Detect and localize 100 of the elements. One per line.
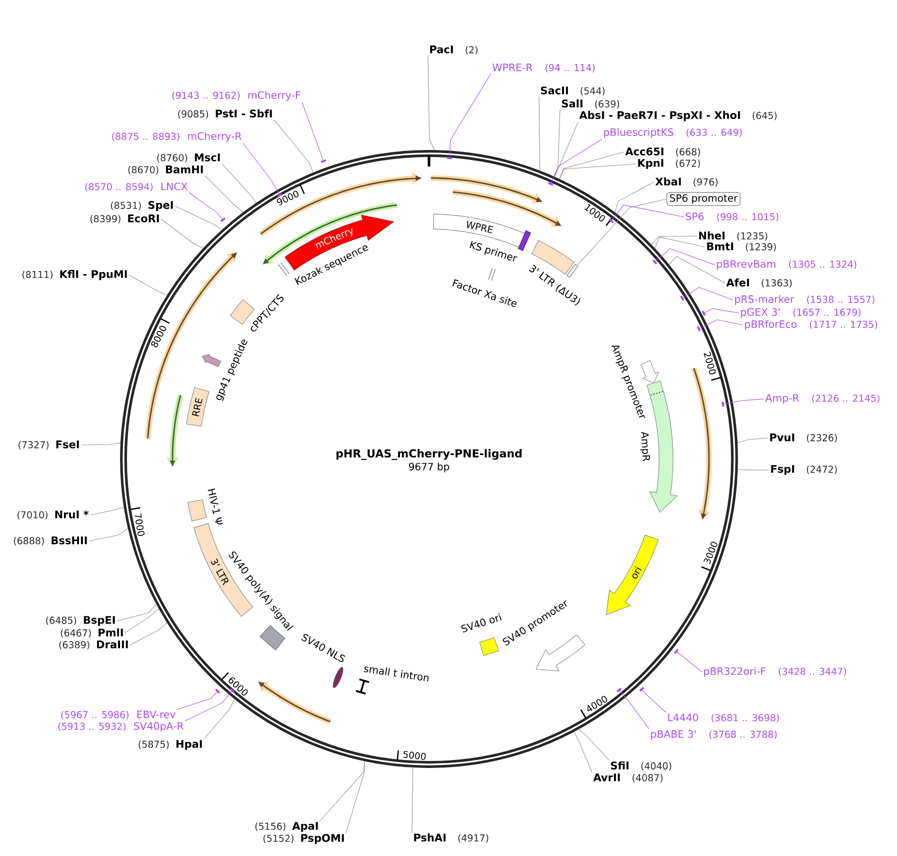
leader-line — [737, 438, 768, 444]
leader-line — [130, 622, 168, 646]
primer-label: pBR322ori-F (3428 .. 3447) — [704, 667, 846, 677]
primer-label: WPRE-R (94 .. 114) — [492, 64, 595, 72]
leader-line — [128, 274, 168, 296]
site-label: (6888) BssHII — [14, 536, 87, 546]
leader-line — [80, 442, 121, 446]
leader-line — [578, 728, 610, 760]
site-label: (5152) PspOMI — [263, 834, 344, 844]
primer-label: pBABE 3' (3768 .. 3788) — [651, 730, 777, 740]
site-label: PvuI (2326) — [770, 434, 837, 442]
leader-line — [654, 236, 706, 249]
leader-line — [559, 164, 636, 180]
leader-line — [449, 73, 492, 158]
primer-mark — [215, 688, 220, 694]
site-label: AfeI (1363) — [726, 278, 792, 288]
site-label: (6485) BspEI — [46, 616, 115, 626]
leader-line — [559, 152, 624, 180]
primer-mark — [639, 686, 644, 692]
leader-line — [704, 308, 740, 314]
leader-line — [576, 198, 667, 266]
primer-mark — [722, 402, 724, 407]
primer-label: pRS-marker (1538 .. 1557) — [735, 295, 874, 305]
site-label: (8670) BamHI — [128, 166, 203, 174]
feature-label: HIV-1 Ψ — [208, 488, 223, 524]
primer-label: (8570 .. 8594) LNCX — [85, 182, 188, 192]
leader-line — [538, 96, 540, 171]
label-box: SP6 promoter — [666, 192, 740, 206]
leader-line — [554, 110, 560, 178]
plasmid-name: pHR_UAS_mCherry-PNE-ligand — [336, 449, 522, 460]
site-label: PacI (2) — [430, 46, 478, 54]
leader-line — [619, 690, 650, 730]
primer-mark — [548, 182, 554, 186]
site-label: (9085) PstI - SbfI — [178, 109, 272, 119]
site-label: FspI (2472) — [771, 465, 837, 475]
site-label: PshAI (4917) — [414, 833, 488, 843]
primer-mark — [446, 156, 452, 160]
leader-line — [160, 218, 204, 249]
primer-mark — [652, 259, 658, 265]
site-label: (8111) KflI - PpuMI — [22, 270, 127, 280]
primer-mark — [696, 326, 701, 332]
primer-label: L4440 (3681 .. 3698) — [668, 714, 779, 722]
leader-line — [88, 528, 128, 542]
leader-line — [550, 138, 602, 184]
feature-label: small t intron — [364, 666, 429, 682]
site-label: (7327) FseI — [18, 440, 79, 450]
leader-line — [682, 287, 734, 300]
feature-label: AmpR — [640, 432, 650, 462]
tick-label: 2000 — [704, 352, 716, 374]
site-label: AbsI - PaeR7I - PspXI - XhoI (645) — [579, 110, 777, 122]
leader-line — [612, 204, 684, 220]
leader-line — [428, 55, 435, 150]
tick-label: 7000 — [134, 513, 145, 536]
primer-mark — [674, 648, 679, 654]
site-label: KpnI (672) — [638, 159, 700, 169]
site-label: (6389) DraIII — [59, 640, 128, 650]
primer-mark — [320, 159, 326, 163]
primer-label: pBRforEco (1717 .. 1735) — [745, 320, 878, 330]
site-label: (8399) EcoRI — [90, 214, 159, 224]
site-label: SacII (544) — [540, 86, 605, 96]
site-label: BmtI (1239) — [707, 242, 776, 252]
site-label: (8531) SpeI — [110, 201, 173, 211]
site-label: (8760) MscI — [157, 154, 220, 162]
leader-line — [614, 182, 654, 213]
primer-label: (5913 .. 5932) SV40pA-R — [58, 722, 184, 732]
primer-mark — [230, 688, 235, 694]
tick-label: 3000 — [704, 542, 718, 564]
site-label: XbaI (976) — [655, 177, 718, 187]
leader-line — [302, 102, 324, 160]
tick-label: 8000 — [151, 326, 166, 348]
primer-mark — [702, 310, 706, 316]
leader-line — [412, 767, 414, 832]
primer-mark — [680, 295, 684, 301]
leader-line — [668, 256, 726, 284]
primer-label: Amp-R (2126 .. 2145) — [765, 394, 880, 404]
leader-line — [655, 248, 716, 266]
leader-line — [174, 206, 223, 230]
leader-line — [124, 608, 160, 634]
site-label: NheI (1235) — [699, 231, 768, 241]
leader-line — [116, 604, 156, 622]
leader-line — [204, 175, 244, 213]
primer-label: (5967 .. 5986) EBV-rev — [61, 710, 176, 720]
leader-line — [184, 691, 232, 722]
tick-label: 9000 — [276, 190, 299, 206]
plasmid-size: 9677 bp — [408, 462, 450, 472]
primer-label: pGEX 3' (1657 .. 1679) — [741, 308, 861, 318]
primer-label: SP6 (998 .. 1015) — [686, 212, 778, 222]
leader-line — [204, 698, 235, 740]
feature-label: SV40 ori — [461, 613, 502, 632]
leader-line — [320, 760, 366, 822]
primer-mark — [608, 218, 614, 224]
primer-label: (8875 .. 8893) mCherry-R — [112, 132, 242, 142]
primer-label: pBluescriptKS (633 .. 649) — [604, 128, 742, 138]
site-label: Acc65I (668) — [625, 147, 700, 157]
site-label: AvrII (4087) — [593, 774, 663, 782]
site-label: (5875) HpaI — [138, 740, 202, 750]
feature-label: Factor Xa site — [452, 279, 516, 308]
primer-mark — [616, 688, 622, 692]
primer-mark — [220, 217, 226, 222]
site-label: (6467) PmlI — [60, 628, 123, 638]
